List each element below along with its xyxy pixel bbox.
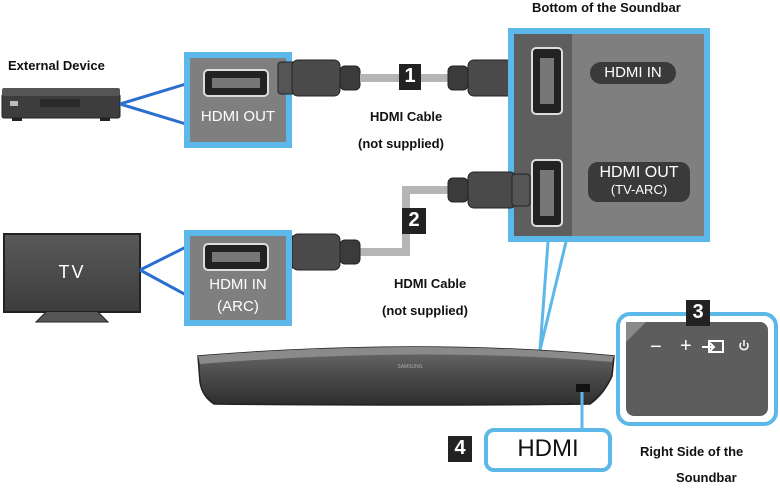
bottom-of-soundbar-label: Bottom of the Soundbar	[532, 0, 681, 15]
external-device	[1, 88, 121, 121]
soundbar-hdmi-in-label: HDMI IN	[604, 64, 662, 81]
step-2-number: 2	[408, 209, 420, 231]
soundbar-hdmi-out-label: HDMI OUT	[599, 164, 679, 181]
volume-down-button: −	[650, 336, 662, 358]
hdmi-cable-1-note: (not supplied)	[358, 136, 444, 151]
soundbar-bottom-pointer	[538, 241, 568, 351]
tv	[3, 233, 141, 323]
step-3-marker	[686, 300, 710, 326]
step-4-number: 4	[454, 437, 466, 459]
tv-callout	[139, 243, 190, 299]
step-1-marker	[399, 64, 421, 90]
volume-up-button: +	[680, 335, 692, 357]
hdmi-cable-2-label: HDMI Cable	[394, 276, 467, 291]
device-callout	[119, 81, 188, 127]
soundbar	[197, 346, 615, 406]
soundbar-bottom-panel	[508, 28, 710, 242]
step-3-number: 3	[692, 301, 704, 323]
soundbar-logo: SAMSUNG	[397, 364, 423, 370]
external-device-label: External Device	[8, 58, 105, 73]
device-hdmi-out-panel	[184, 52, 292, 148]
step-2-marker	[402, 208, 426, 234]
soundbar-right-side-panel	[616, 312, 778, 426]
soundbar-hdmi-out-arc-label: (TV-ARC)	[610, 182, 668, 197]
step-4-marker	[448, 436, 472, 462]
side-hdmi-label: HDMI	[517, 435, 579, 462]
tv-label: TV	[58, 262, 86, 282]
hdmi-cable-1-label: HDMI Cable	[370, 109, 443, 124]
tv-hdmi-arc-port-label: (ARC)	[217, 298, 259, 315]
tv-hdmi-in-port-label: HDMI IN	[209, 276, 267, 293]
device-hdmi-out-port-label: HDMI OUT	[200, 108, 276, 125]
hdmi-cable-2-note: (not supplied)	[382, 303, 468, 318]
power-icon	[739, 340, 749, 351]
step-1-number: 1	[404, 65, 416, 87]
side-hdmi-box	[484, 428, 612, 472]
right-side-label-2: Soundbar	[676, 470, 737, 485]
tv-hdmi-in-panel	[184, 230, 292, 326]
input-source-icon	[702, 340, 724, 353]
right-side-label: Right Side of the	[640, 444, 744, 459]
